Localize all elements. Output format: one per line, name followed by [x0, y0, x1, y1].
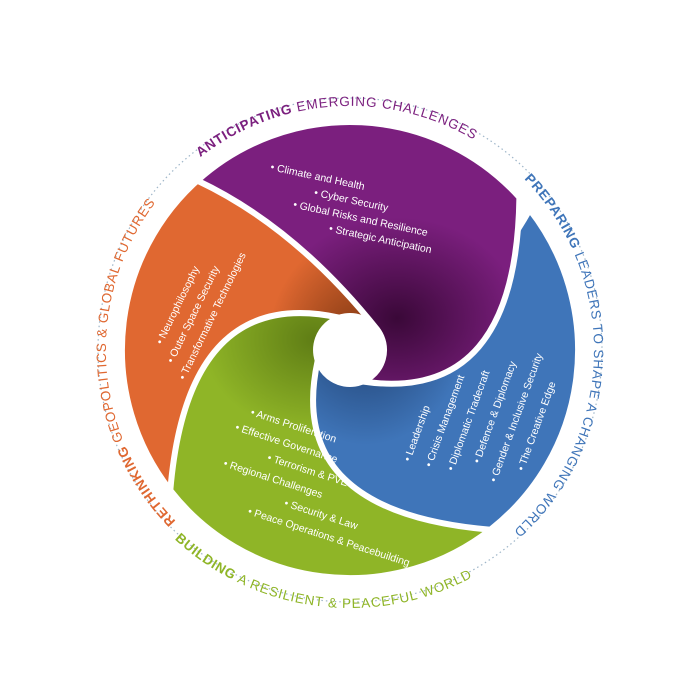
wedges — [118, 119, 582, 582]
purple-wedge — [194, 119, 523, 387]
outer-dotted-ring — [97, 97, 603, 603]
